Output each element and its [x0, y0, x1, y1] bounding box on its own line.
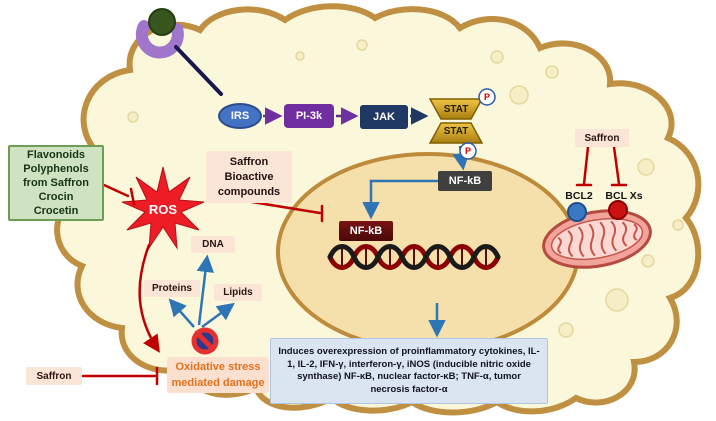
pi3k-node: PI-3k: [284, 104, 334, 128]
flavonoids-line: Polyphenols: [23, 163, 89, 175]
flavonoids-box: Flavonoids Polyphenols from Saffron Croc…: [8, 145, 104, 221]
outcome-box: Induces overexpression of proinflammator…: [270, 338, 548, 404]
bclxs-protein: [608, 200, 628, 220]
ros-label: ROS: [148, 202, 178, 217]
bioactive-line: Saffron: [229, 155, 269, 168]
bioactive-line: Bioactive: [224, 170, 274, 183]
oxidative-line: Oxidative stress: [175, 361, 261, 373]
oxidative-stress-box: Oxidative stress mediated damage: [167, 357, 269, 393]
stat-bottom-node: STAT: [443, 126, 469, 137]
flavonoids-line: Crocin: [38, 191, 74, 203]
irs-node: IRS: [218, 103, 262, 129]
bcl2-protein: [567, 202, 587, 222]
saffron-bottom-chip: Saffron: [26, 367, 82, 385]
oxidative-line: mediated damage: [171, 377, 265, 389]
phosphate-bottom-circle: [459, 142, 477, 160]
nfkb-cytoplasm-node: NF-kB: [438, 171, 492, 191]
inhibition-lines: [81, 145, 628, 386]
saffron-right-chip: Saffron: [575, 129, 629, 147]
vesicles: [127, 39, 684, 338]
mitochondria: [542, 209, 652, 269]
signal-arrows: [168, 107, 470, 338]
stat-ribbons: [428, 98, 484, 144]
nfkb-nucleus-node: NF-kB: [339, 221, 393, 241]
phosphate-top-circle: [478, 88, 496, 106]
dna-target-label: DNA: [191, 236, 235, 253]
jak-node: JAK: [360, 105, 408, 129]
receptor-icon: [135, 8, 223, 96]
bcl2-label: BCL2: [565, 190, 593, 202]
dna-helix: [327, 244, 501, 270]
ros-star: [121, 166, 205, 250]
saffron-bioactive-box: Saffron Bioactive compounds: [206, 151, 292, 203]
flavonoids-line: Flavonoids: [26, 149, 86, 161]
prohibition-icon: [191, 327, 219, 355]
lipids-target-label: Lipids: [214, 284, 262, 301]
bclxs-label: BCL Xs: [605, 190, 643, 202]
bioactive-line: compounds: [217, 185, 281, 198]
phosphate-bottom-label: P: [464, 146, 471, 156]
flavonoids-line: Crocetin: [33, 205, 79, 217]
stat-top-node: STAT: [443, 104, 469, 115]
flavonoids-line: from Saffron: [23, 177, 89, 189]
phosphate-top-label: P: [483, 92, 490, 102]
proteins-target-label: Proteins: [144, 280, 200, 297]
